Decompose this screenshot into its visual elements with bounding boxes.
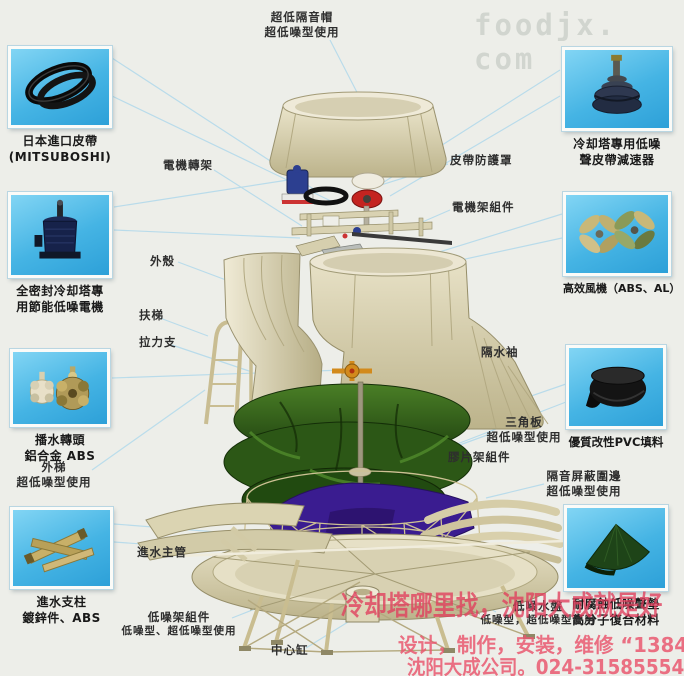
part-caption: 冷却塔專用低噪	[573, 137, 661, 151]
label-center-cylinder: 中心缸	[271, 643, 309, 657]
part-caption: 高效風機（ABS、AL）	[563, 282, 681, 295]
part-card-sprinkler: 播水轉頭 鋁合金 ABS	[9, 348, 111, 464]
part-card-fan: 高效風機（ABS、AL）	[562, 191, 681, 296]
part-caption: 播水轉頭	[34, 433, 85, 447]
basin-wings	[137, 502, 333, 562]
part-card-motor: 全密封冷却塔專 用節能低噪電機	[7, 191, 113, 315]
ad-watermark-line1: 冷却塔哪里找，沈阳大成就是好	[341, 591, 663, 622]
label-belt-guard: 皮帶防護罩	[450, 153, 513, 167]
reducer-photo	[561, 46, 673, 132]
belt-photo	[7, 45, 113, 129]
part-card-pvc-fill: 優質改性PVC填料	[565, 344, 667, 450]
part-caption: 鍍鋅件、ABS	[22, 610, 101, 625]
center-cylinder	[345, 585, 380, 623]
part-caption: 耐腐蝕低噪聲墊	[572, 597, 660, 611]
part-caption: 日本進口皮帶	[22, 134, 98, 148]
fan-photo	[562, 191, 672, 277]
label-outer-ladder: 外梯 超低噪型使用	[16, 460, 92, 490]
part-caption: 高分子復合材料	[572, 612, 660, 627]
label-motor-frame: 電機轉架	[163, 158, 213, 172]
pvc-fill-photo	[565, 344, 667, 430]
label-low-noise-basin: 低噪水盤 低噪型，超低噪型使用	[480, 599, 596, 627]
fan-icon	[579, 211, 655, 254]
label-motor-rack: 電機架組件	[452, 200, 515, 214]
motor-icon	[34, 199, 81, 259]
belt-icon	[25, 61, 96, 110]
part-caption: 用節能低噪電機	[16, 299, 104, 314]
part-card-inlet-strut: 進水支柱 鍍鋅件、ABS	[9, 506, 114, 626]
reducer-icon	[592, 54, 642, 114]
part-card-reducer: 冷却塔專用低噪 聲皮帶減速器	[561, 46, 673, 168]
part-caption: 進水支柱	[36, 595, 87, 609]
label-low-noise-rack: 低噪架組件 低噪型、超低噪型使用	[121, 610, 237, 638]
site-watermark: foodjx. com	[474, 8, 618, 76]
ad-watermark-line3: 沈阳大成公司。024-31585554	[407, 655, 684, 676]
sprinkler-shaft	[332, 361, 372, 563]
part-card-belt: 日本進口皮帶 (MITSUBOSHI)	[7, 45, 113, 165]
pad-leader-line	[177, 539, 565, 558]
label-ladder: 扶梯	[139, 308, 164, 322]
part-caption: 鋁合金 ABS	[24, 448, 96, 463]
part-caption: (MITSUBOSHI)	[8, 149, 112, 164]
label-tension-support: 拉力支	[139, 335, 177, 349]
sprinkler-photo	[9, 348, 111, 428]
motor-photo	[7, 191, 113, 279]
pad-icon	[584, 523, 651, 576]
label-triangle-plate: 三角板 超低噪型使用	[486, 415, 562, 445]
inlet-strut-icon	[23, 527, 95, 573]
support-legs	[239, 559, 535, 655]
pad-photo	[563, 504, 669, 592]
label-sound-insulation-cap: 超低隔音帽 超低噪型使用	[264, 10, 340, 40]
inlet-strut-photo	[9, 506, 114, 590]
label-shell: 外殼	[150, 254, 175, 268]
part-caption: 聲皮帶減速器	[579, 152, 655, 167]
sprinkler-icon	[29, 366, 90, 411]
fan-cowl	[269, 91, 447, 178]
label-inlet-main-pipe: 進水主管	[137, 545, 187, 559]
part-caption: 優質改性PVC填料	[568, 435, 664, 449]
label-sound-shield: 隔音屏蔽圍邊 超低噪型使用	[546, 469, 622, 499]
pvc-fill-icon	[585, 366, 647, 408]
label-film-rack: 膠片架組件	[448, 450, 511, 464]
ad-watermark-line2: 设计，制作，安装，维修 “13840352820。	[398, 633, 684, 657]
part-caption: 全密封冷却塔專	[16, 284, 104, 298]
label-water-sleeve: 隔水袖	[481, 345, 519, 359]
part-card-pad: 耐腐蝕低噪聲墊 高分子復合材料	[563, 504, 669, 628]
